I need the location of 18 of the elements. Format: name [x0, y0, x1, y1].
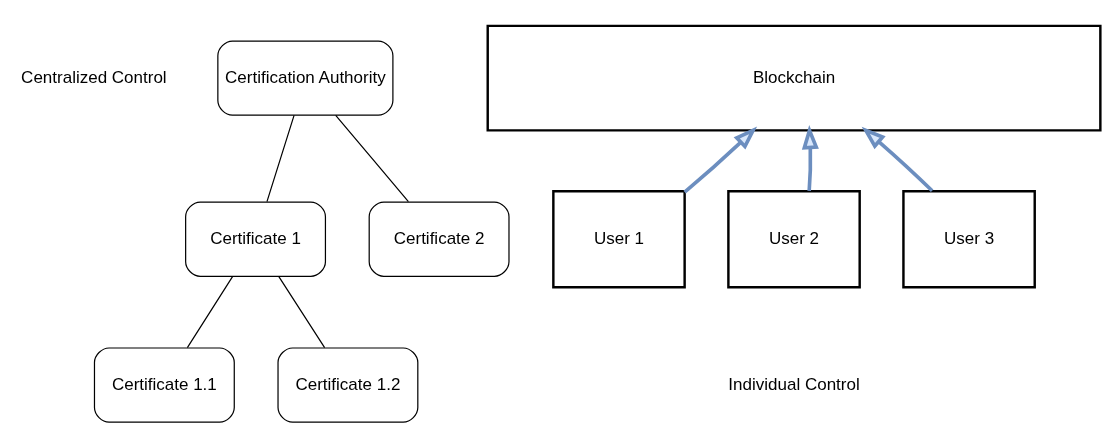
- node-box: User 1: [552, 189, 686, 289]
- label: Centralized Control: [21, 67, 167, 87]
- node-box: User 2: [727, 189, 861, 289]
- node-box: Blockchain: [486, 24, 1102, 132]
- arrow: [861, 126, 934, 193]
- node-box: Certificate 2: [368, 201, 510, 277]
- node-box: Certificate 1.1: [93, 347, 235, 423]
- arrow: [683, 126, 758, 194]
- node-box: User 3: [902, 189, 1036, 289]
- connector: [186, 276, 234, 349]
- node-box: Certificate 1.2: [277, 347, 419, 423]
- node-box: Certificate 1: [185, 201, 327, 277]
- connector: [266, 114, 295, 203]
- node-box: Certification Authority: [217, 40, 394, 116]
- connector: [278, 276, 326, 349]
- arrow: [801, 124, 819, 191]
- connector: [335, 114, 410, 203]
- label: Individual Control: [728, 374, 860, 394]
